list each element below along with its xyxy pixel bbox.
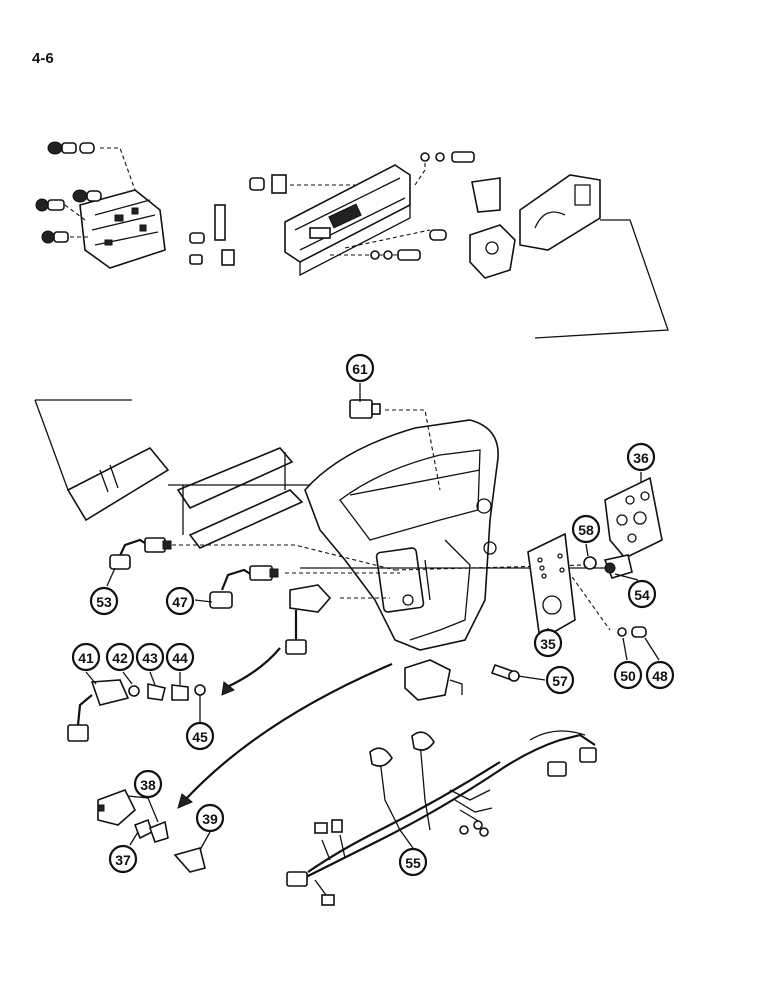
callout-circle bbox=[626, 442, 656, 472]
callout-circle bbox=[533, 628, 563, 658]
callout-label: 45 bbox=[192, 729, 208, 745]
callout-48: 48 bbox=[645, 660, 675, 690]
callout-circle bbox=[165, 586, 195, 616]
callout-37: 37 bbox=[108, 844, 138, 874]
callout-circle bbox=[135, 642, 165, 672]
callout-circle bbox=[185, 721, 215, 751]
console-shell bbox=[304, 419, 499, 651]
callout-circle bbox=[398, 847, 428, 877]
callout-circle bbox=[627, 579, 657, 609]
callout-circle bbox=[89, 586, 119, 616]
callout-circle bbox=[613, 660, 643, 690]
callout-circle bbox=[571, 514, 601, 544]
bracket-plate bbox=[471, 177, 501, 213]
washer-58 bbox=[583, 556, 597, 570]
ignition-switch bbox=[404, 659, 451, 701]
callout-53: 53 bbox=[89, 586, 119, 616]
instrument-cluster-assembly bbox=[35, 141, 669, 339]
callout-circle bbox=[345, 353, 375, 383]
callout-label: 53 bbox=[96, 594, 112, 610]
switch-41 bbox=[90, 679, 130, 706]
callout-55: 55 bbox=[398, 847, 428, 877]
callout-39: 39 bbox=[195, 803, 225, 833]
callout-label: 47 bbox=[172, 594, 188, 610]
callout-36: 36 bbox=[626, 442, 656, 472]
gasket-upper bbox=[176, 447, 294, 510]
callout-47: 47 bbox=[165, 586, 195, 616]
callout-circle bbox=[71, 642, 101, 672]
callout-circle bbox=[195, 803, 225, 833]
callout-44: 44 bbox=[165, 642, 195, 672]
bulb-set bbox=[35, 141, 102, 244]
callout-35: 35 bbox=[533, 628, 563, 658]
lower-parts bbox=[67, 647, 393, 873]
bracket-39 bbox=[173, 847, 206, 873]
callout-label: 44 bbox=[172, 650, 188, 666]
callout-label: 55 bbox=[405, 855, 421, 871]
callout-42: 42 bbox=[105, 642, 135, 672]
callout-43: 43 bbox=[135, 642, 165, 672]
callout-label: 61 bbox=[352, 361, 368, 377]
callout-54: 54 bbox=[627, 579, 657, 609]
callout-circle bbox=[105, 642, 135, 672]
callout-41: 41 bbox=[71, 642, 101, 672]
gauge-module bbox=[469, 224, 516, 279]
callouts: 61 36 58 53 47 54 35 41 42 43 44 45 57 50 48 38 37 39 55 bbox=[71, 353, 675, 877]
wiring-harness-55 bbox=[286, 730, 597, 906]
callout-58: 58 bbox=[571, 514, 601, 544]
callout-circle bbox=[165, 642, 195, 672]
callout-50: 50 bbox=[613, 660, 643, 690]
callout-label: 36 bbox=[633, 450, 649, 466]
callout-label: 37 bbox=[115, 852, 131, 868]
callout-label: 41 bbox=[78, 650, 94, 666]
switch-38 bbox=[97, 789, 136, 826]
callout-label: 58 bbox=[578, 522, 594, 538]
callout-label: 38 bbox=[140, 777, 156, 793]
callout-label: 57 bbox=[552, 673, 568, 689]
panel-35 bbox=[527, 532, 576, 642]
dash-console bbox=[34, 399, 663, 701]
callout-label: 50 bbox=[620, 668, 636, 684]
callout-label: 39 bbox=[202, 811, 218, 827]
callout-leaders bbox=[85, 383, 660, 851]
callout-45: 45 bbox=[185, 721, 215, 751]
callout-circle bbox=[133, 769, 163, 799]
callout-61: 61 bbox=[345, 353, 375, 383]
bracket bbox=[214, 204, 226, 241]
callout-label: 54 bbox=[634, 587, 650, 603]
callout-57: 57 bbox=[545, 665, 575, 695]
gasket-lower bbox=[188, 489, 304, 549]
callout-circle bbox=[545, 665, 575, 695]
callout-circle bbox=[645, 660, 675, 690]
switch-53 bbox=[144, 537, 166, 553]
callout-label: 48 bbox=[652, 668, 668, 684]
switch-47 bbox=[249, 565, 273, 581]
lens-glass bbox=[66, 446, 170, 522]
page-number: 4-6 bbox=[32, 50, 54, 67]
callout-38: 38 bbox=[133, 769, 163, 799]
callout-label: 43 bbox=[142, 650, 158, 666]
callout-label: 42 bbox=[112, 650, 128, 666]
switch-61 bbox=[349, 399, 373, 419]
callout-label: 35 bbox=[540, 636, 556, 652]
callout-circle bbox=[108, 844, 138, 874]
